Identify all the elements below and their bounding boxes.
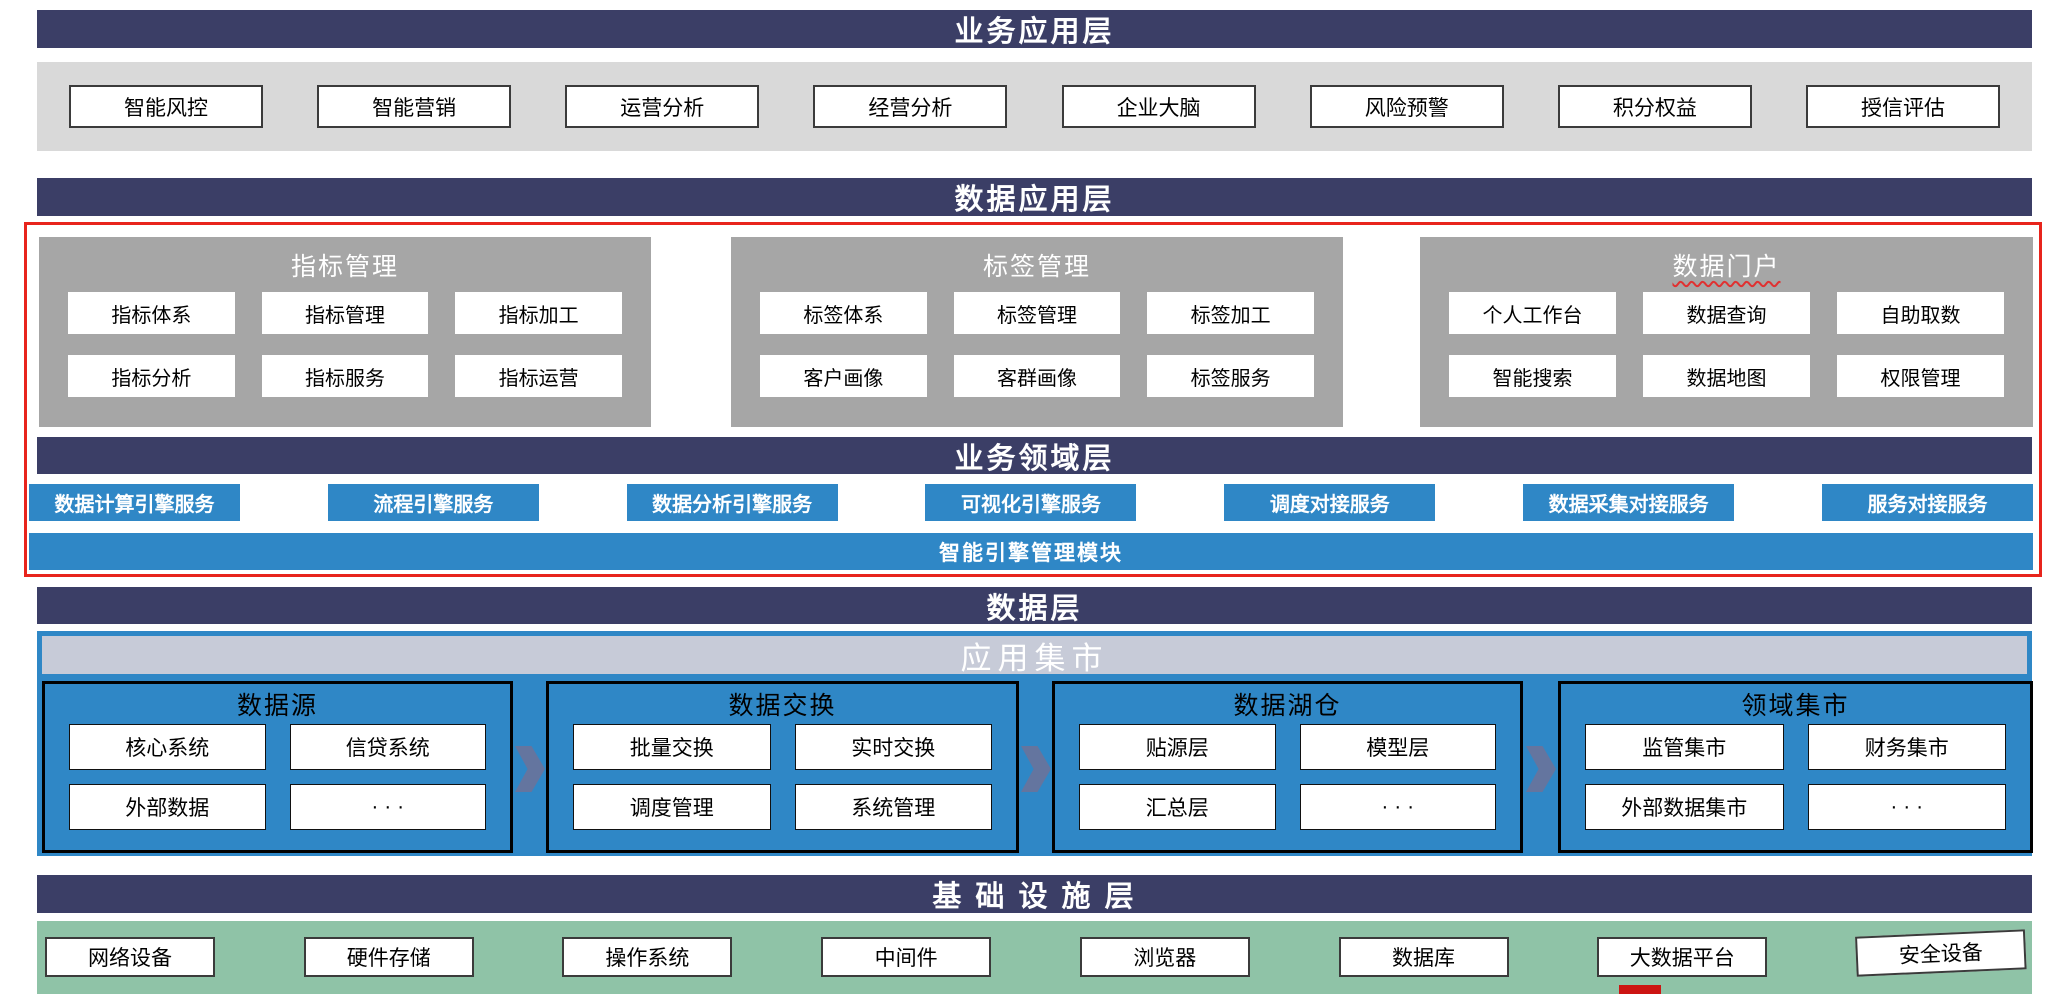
flow-arrow-icon xyxy=(1021,746,1051,792)
engine-service-node: 可视化引擎服务 xyxy=(925,484,1137,521)
business-app-node: 运营分析 xyxy=(565,85,760,128)
panel-node: 标签体系 xyxy=(760,292,927,334)
group-node: 外部数据 xyxy=(69,784,266,830)
group-domain-mart: 领域集市 监管集市 财务集市 外部数据集市 · · · xyxy=(1558,681,2033,853)
group-node: 监管集市 xyxy=(1585,724,1784,770)
flow-arrow-icon xyxy=(1526,746,1556,792)
group-data-exchange: 数据交换 批量交换 实时交换 调度管理 系统管理 xyxy=(546,681,1019,853)
group-node: 系统管理 xyxy=(794,784,992,830)
engine-service-node: 数据分析引擎服务 xyxy=(626,484,838,521)
red-marker xyxy=(1619,985,1661,994)
panel-node: 指标运营 xyxy=(455,355,622,397)
group-node: 实时交换 xyxy=(794,724,992,770)
infrastructure-band: 网络设备 硬件存储 操作系统 中间件 浏览器 数据库 大数据平台 安全设备 xyxy=(37,921,2032,994)
engine-management-module-bar: 智能引擎管理模块 xyxy=(29,533,2033,570)
panel-grid: 标签体系 标签管理 标签加工 客户画像 客群画像 标签服务 xyxy=(731,292,1343,397)
panel-node: 标签加工 xyxy=(1147,292,1314,334)
engine-service-node: 流程引擎服务 xyxy=(327,484,539,521)
panel-node: 数据地图 xyxy=(1643,355,1810,397)
panel-node: 数据查询 xyxy=(1643,292,1810,334)
group-data-lakehouse: 数据湖仓 贴源层 模型层 汇总层 · · · xyxy=(1052,681,1523,853)
infrastructure-node: 中间件 xyxy=(821,937,992,977)
panel-node: 指标服务 xyxy=(261,355,429,397)
panel-node: 指标体系 xyxy=(68,292,235,334)
application-mart-bar: 应用集市 xyxy=(42,636,2027,676)
panel-title: 指标管理 xyxy=(290,252,399,281)
business-app-node: 经营分析 xyxy=(813,85,1008,128)
data-layer-section: 应用集市 数据源 核心系统 信贷系统 外部数据 · · · 数据交换 批量交换 … xyxy=(37,631,2033,856)
business-app-node: 授信评估 xyxy=(1805,85,2000,128)
group-node: · · · xyxy=(289,784,486,830)
panel-node: 标签管理 xyxy=(953,292,1121,334)
group-data-source: 数据源 核心系统 信贷系统 外部数据 · · · xyxy=(42,681,513,853)
group-node: 核心系统 xyxy=(69,724,266,770)
infrastructure-node: 硬件存储 xyxy=(303,937,474,977)
panel-node: 个人工作台 xyxy=(1449,292,1616,334)
layer-title-infrastructure: 基 础 设 施 层 xyxy=(37,875,2032,913)
panel-grid: 指标体系 指标管理 指标加工 指标分析 指标服务 指标运营 xyxy=(39,292,651,397)
engine-service-node: 数据计算引擎服务 xyxy=(29,484,240,521)
infrastructure-node: 数据库 xyxy=(1338,937,1509,977)
business-app-node: 智能风控 xyxy=(69,85,263,128)
panel-label-management: 标签管理 标签体系 标签管理 标签加工 客户画像 客群画像 标签服务 xyxy=(731,237,1343,427)
group-node: 调度管理 xyxy=(573,784,771,830)
layer-title-business-application: 业务应用层 xyxy=(37,10,2032,48)
panel-node: 指标管理 xyxy=(261,292,429,334)
layer-title-business-domain: 业务领域层 xyxy=(37,437,2032,475)
group-title: 领域集市 xyxy=(1741,693,1850,720)
infrastructure-node: 大数据平台 xyxy=(1597,937,1768,977)
panel-node: 智能搜索 xyxy=(1449,355,1616,397)
group-node: 批量交换 xyxy=(573,724,771,770)
infrastructure-node: 安全设备 xyxy=(1854,929,2027,977)
group-node: 财务集市 xyxy=(1807,724,2006,770)
business-app-node: 风险预警 xyxy=(1309,85,1504,128)
group-grid: 贴源层 模型层 汇总层 · · · xyxy=(1055,724,1520,850)
flow-arrow-icon xyxy=(515,746,545,792)
group-title: 数据湖仓 xyxy=(1233,693,1342,720)
group-title: 数据源 xyxy=(236,693,318,720)
group-node: 汇总层 xyxy=(1079,784,1276,830)
panel-data-portal: 数据门户 个人工作台 数据查询 自助取数 智能搜索 数据地图 权限管理 xyxy=(1420,237,2033,427)
group-node: 信贷系统 xyxy=(289,724,486,770)
group-grid: 核心系统 信贷系统 外部数据 · · · xyxy=(45,724,510,850)
panel-title: 数据门户 xyxy=(1672,252,1781,281)
business-app-node: 智能营销 xyxy=(317,85,512,128)
group-grid: 批量交换 实时交换 调度管理 系统管理 xyxy=(549,724,1016,850)
panel-node: 指标加工 xyxy=(455,292,622,334)
panel-title: 标签管理 xyxy=(982,252,1091,281)
panel-node: 客户画像 xyxy=(760,355,927,397)
panel-node: 客群画像 xyxy=(953,355,1121,397)
engine-service-node: 服务对接服务 xyxy=(1821,484,2033,521)
infrastructure-node: 浏览器 xyxy=(1079,937,1250,977)
business-app-node: 企业大脑 xyxy=(1061,85,1256,128)
infrastructure-node: 网络设备 xyxy=(45,937,215,977)
group-node: · · · xyxy=(1299,784,1496,830)
business-application-band: 智能风控 智能营销 运营分析 经营分析 企业大脑 风险预警 积分权益 授信评估 xyxy=(37,62,2032,151)
engine-services-row: 数据计算引擎服务 流程引擎服务 数据分析引擎服务 可视化引擎服务 调度对接服务 … xyxy=(29,484,2033,521)
engine-service-node: 数据采集对接服务 xyxy=(1523,484,1735,521)
layer-title-data-layer: 数据层 xyxy=(37,587,2032,625)
panel-node: 标签服务 xyxy=(1147,355,1314,397)
infrastructure-node: 操作系统 xyxy=(562,937,733,977)
panel-node: 自助取数 xyxy=(1837,292,2004,334)
engine-service-node: 调度对接服务 xyxy=(1224,484,1436,521)
group-node: 模型层 xyxy=(1299,724,1496,770)
panel-grid: 个人工作台 数据查询 自助取数 智能搜索 数据地图 权限管理 xyxy=(1420,292,2033,397)
group-title: 数据交换 xyxy=(728,693,837,720)
group-grid: 监管集市 财务集市 外部数据集市 · · · xyxy=(1561,724,2030,850)
business-app-node: 积分权益 xyxy=(1557,85,1752,128)
group-node: · · · xyxy=(1807,784,2006,830)
layer-title-data-application: 数据应用层 xyxy=(37,178,2032,216)
group-node: 外部数据集市 xyxy=(1585,784,1784,830)
panel-node: 指标分析 xyxy=(68,355,235,397)
panel-indicator-management: 指标管理 指标体系 指标管理 指标加工 指标分析 指标服务 指标运营 xyxy=(39,237,651,427)
group-node: 贴源层 xyxy=(1079,724,1276,770)
panel-node: 权限管理 xyxy=(1837,355,2004,397)
